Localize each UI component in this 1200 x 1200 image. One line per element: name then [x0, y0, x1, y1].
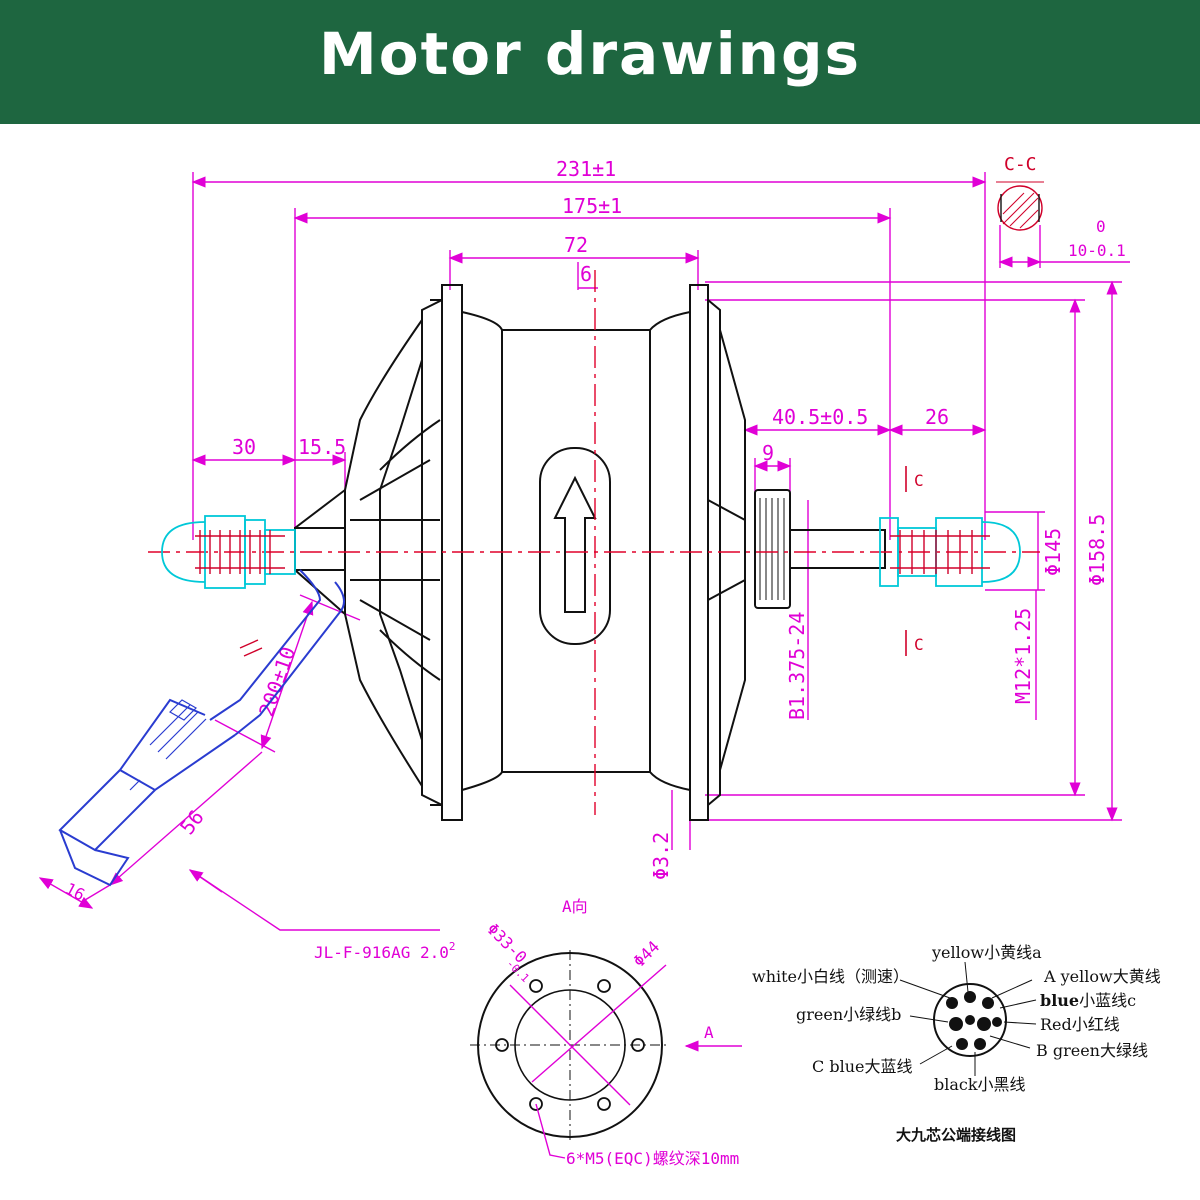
right-axle-thread — [890, 530, 990, 574]
dim-flange-length: 175±1 — [562, 194, 622, 218]
left-axle-thread — [195, 530, 285, 574]
dim-left-shoulder: 15.5 — [298, 435, 346, 459]
pins — [946, 991, 1002, 1050]
pin-a-yellow: A yellow大黄线 — [1043, 967, 1161, 986]
connector-reference: JL-F-916AG 2.02 — [314, 940, 455, 962]
pin-yellow-small: yellow小黄线a — [931, 943, 1042, 962]
dim-connector-diameter: 16 — [62, 879, 88, 905]
dim-thread: M12*1.25 — [1011, 608, 1035, 704]
pinout-caption: 大九芯公端接线图 — [896, 1126, 1016, 1144]
title-banner: Motor drawings — [0, 0, 1200, 124]
section-mark-top: C — [914, 471, 924, 490]
flange-holes-note: 6*M5(EQC)螺纹深10mm — [566, 1149, 739, 1168]
dim-freewheel: 9 — [762, 441, 774, 465]
dim-shell-width: 72 — [564, 233, 588, 257]
pin-b-green: B green大绿线 — [1036, 1041, 1148, 1060]
center-lines — [148, 270, 1040, 815]
dim-offset: 6 — [580, 262, 592, 286]
pin-red-small: Red小红线 — [1040, 1015, 1120, 1034]
pinout-diagram: yellow小黄线a white小白线（测速） A yellow大黄线 blue… — [752, 943, 1161, 1144]
pin-green-small: green小绿线b — [796, 1005, 901, 1024]
dim-left-axle: 30 — [232, 435, 256, 459]
section-cc-title: C-C — [1004, 154, 1037, 175]
flange-diameter-44: Φ44 — [629, 937, 663, 971]
pin-black-small: black小黑线 — [934, 1075, 1026, 1094]
dim-freewheel-thread: B1.375-24 — [785, 612, 809, 720]
section-mark-bottom: C — [914, 635, 924, 654]
dim-overall-length: 231±1 — [556, 157, 616, 181]
flange-view-title: A向 — [562, 897, 588, 916]
dim-flat-tolerance: 0 — [1096, 217, 1106, 236]
dim-diameter-145: Φ145 — [1041, 528, 1065, 576]
pin-blue-small: blue小蓝线c — [1040, 991, 1136, 1010]
motor-cable — [58, 569, 345, 887]
pin-white-small: white小白线（测速） — [752, 967, 909, 986]
dim-hole-diameter: Φ3.2 — [649, 832, 673, 880]
flange-view: A向 Φ33-0-0.1 Φ44 6*M5(EQC)螺纹深10mm A — [470, 897, 742, 1168]
dim-flat: 10-0.1 — [1068, 241, 1126, 260]
dim-right-axle: 26 — [925, 405, 949, 429]
dimension-lines — [38, 172, 1130, 931]
cable-break-mark — [239, 639, 259, 649]
cable-break-mark-2 — [243, 647, 263, 657]
section-cc-view: C-C — [996, 154, 1044, 231]
dim-diameter-158: Φ158.5 — [1085, 514, 1109, 586]
pin-c-blue: C blue大蓝线 — [812, 1057, 912, 1076]
motor-drawing: 231±1 175±1 72 6 30 15.5 40.5±0.5 26 9 Φ… — [38, 154, 1161, 1168]
page-title: Motor drawings — [319, 20, 861, 88]
flange-arrow-label: A — [704, 1023, 714, 1042]
dim-right-span: 40.5±0.5 — [772, 405, 868, 429]
motor-hub — [294, 284, 886, 821]
left-axle-nut — [161, 515, 296, 589]
dim-connector-length: 56 — [175, 805, 209, 839]
